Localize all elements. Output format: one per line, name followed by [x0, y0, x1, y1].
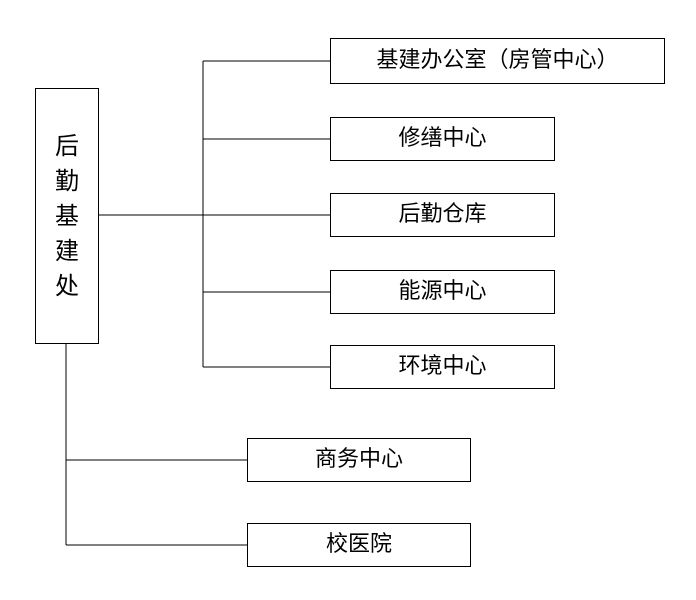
branch-label: 基建办公室（房管中心）: [376, 48, 619, 73]
branch-label: 环境中心: [398, 354, 487, 379]
root-char: 处: [55, 271, 79, 300]
branch-node-2: 修缮中心: [330, 117, 555, 161]
root-node: 后 勤 基 建 处: [35, 88, 99, 344]
branch-node-4: 能源中心: [330, 270, 555, 314]
root-char: 勤: [55, 166, 79, 195]
branch-node-6: 商务中心: [247, 438, 471, 482]
branch-node-1: 基建办公室（房管中心）: [330, 38, 665, 84]
root-char: 基: [55, 201, 79, 230]
root-char: 建: [55, 236, 79, 265]
branch-node-5: 环境中心: [330, 345, 555, 389]
branch-label: 后勤仓库: [398, 202, 487, 227]
branch-node-3: 后勤仓库: [330, 193, 555, 237]
branch-node-7: 校医院: [247, 523, 471, 567]
branch-label: 修缮中心: [398, 126, 487, 151]
branch-label: 能源中心: [398, 279, 487, 304]
branch-label: 校医院: [325, 532, 392, 557]
branch-label: 商务中心: [314, 447, 403, 472]
root-char: 后: [55, 131, 79, 160]
